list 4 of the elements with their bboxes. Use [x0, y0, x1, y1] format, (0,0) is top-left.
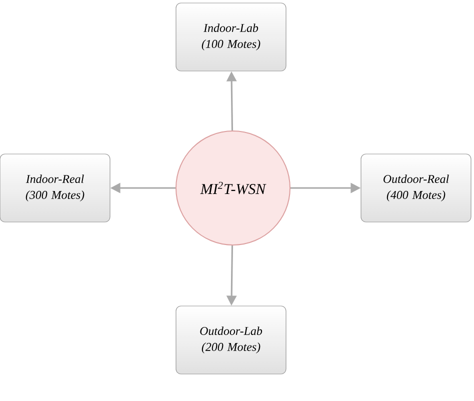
dataset-box: Indoor-Lab (100 Motes) — [176, 2, 286, 72]
dataset-box: Outdoor-Real (400 Motes) — [360, 154, 472, 222]
dataset-box: Outdoor-Lab (200 Motes) — [176, 306, 286, 374]
dataset-box: Indoor-Real (300 Motes) — [0, 154, 110, 222]
